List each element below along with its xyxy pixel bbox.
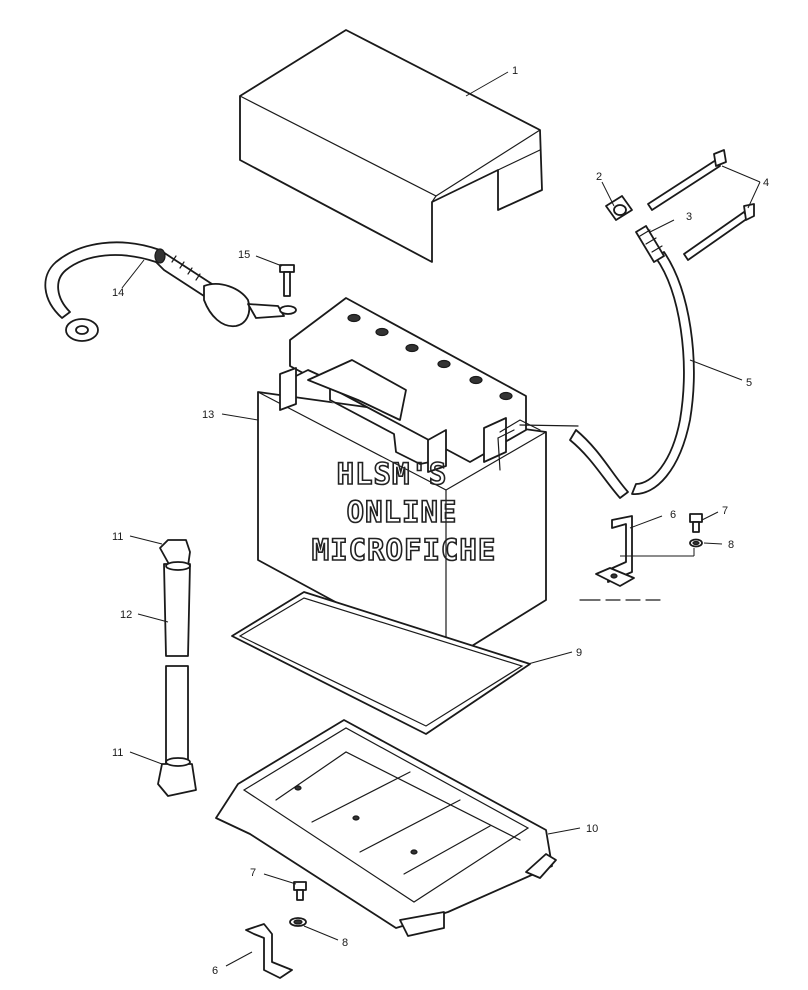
vent-fitting-part <box>605 195 633 221</box>
battery-cover-part <box>239 29 543 263</box>
battery-tray-part <box>215 719 557 937</box>
hold-down-bracket-lower-part <box>245 923 293 979</box>
watermark: HLSM'S ONLINE MICROFICHE <box>311 456 497 568</box>
callout-5: 5 <box>746 377 752 389</box>
leader-lines <box>121 71 761 967</box>
vent-tube-part <box>497 251 695 499</box>
callout-11-lower: 11 <box>112 747 123 759</box>
callout-13: 13 <box>202 409 214 421</box>
callout-3: 3 <box>686 211 692 223</box>
callout-4: 4 <box>763 177 769 189</box>
callout-1: 1 <box>512 65 518 77</box>
callout-8-upper: 8 <box>728 539 734 551</box>
cable-tie-part <box>647 149 755 261</box>
terminal-bolt-part <box>279 264 297 315</box>
watermark-line-3: MICROFICHE <box>312 533 497 567</box>
bolt-lower-part <box>293 881 307 901</box>
callout-10: 10 <box>586 823 598 835</box>
watermark-line-2: ONLINE <box>347 495 458 529</box>
callout-14: 14 <box>112 287 124 299</box>
callout-9: 9 <box>576 647 582 659</box>
battery-cable-part <box>44 241 285 342</box>
callout-6-upper: 6 <box>670 509 676 521</box>
callout-11-upper: 11 <box>112 531 123 543</box>
hold-down-bracket-upper-part <box>595 515 635 587</box>
watermark-line-1: HLSM'S <box>337 457 448 491</box>
battery-part <box>257 297 547 663</box>
callout-2: 2 <box>596 171 602 183</box>
washer-lower-part <box>289 917 307 927</box>
callout-8-lower: 8 <box>342 937 348 949</box>
callout-6-lower: 6 <box>212 965 218 977</box>
callout-7-lower: 7 <box>250 867 256 879</box>
hold-down-strap-lower-part <box>157 665 197 797</box>
callout-15: 15 <box>238 249 250 261</box>
vent-connector-part <box>635 225 665 263</box>
hold-down-strap-upper-part <box>159 539 191 657</box>
bolt-upper-part <box>689 513 703 533</box>
battery-mat-part <box>231 591 531 735</box>
callout-7-upper: 7 <box>722 505 728 517</box>
callout-12: 12 <box>120 609 132 621</box>
washer-upper-part <box>689 538 703 548</box>
